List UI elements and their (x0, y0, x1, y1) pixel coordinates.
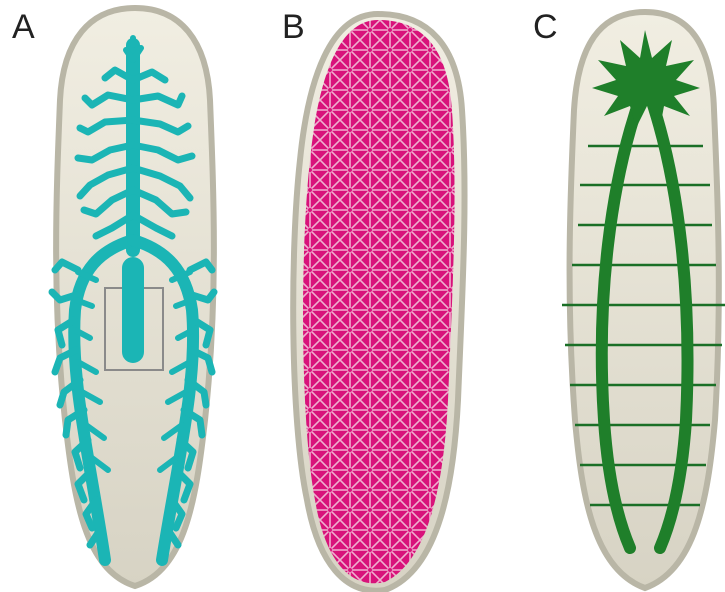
panel-label-a: A (12, 8, 35, 46)
panel-b: B (282, 8, 465, 591)
panel-c: C (533, 8, 725, 588)
panel-label-b: B (282, 8, 305, 46)
panel-a: A (12, 8, 214, 586)
panel-label-c: C (533, 8, 558, 46)
